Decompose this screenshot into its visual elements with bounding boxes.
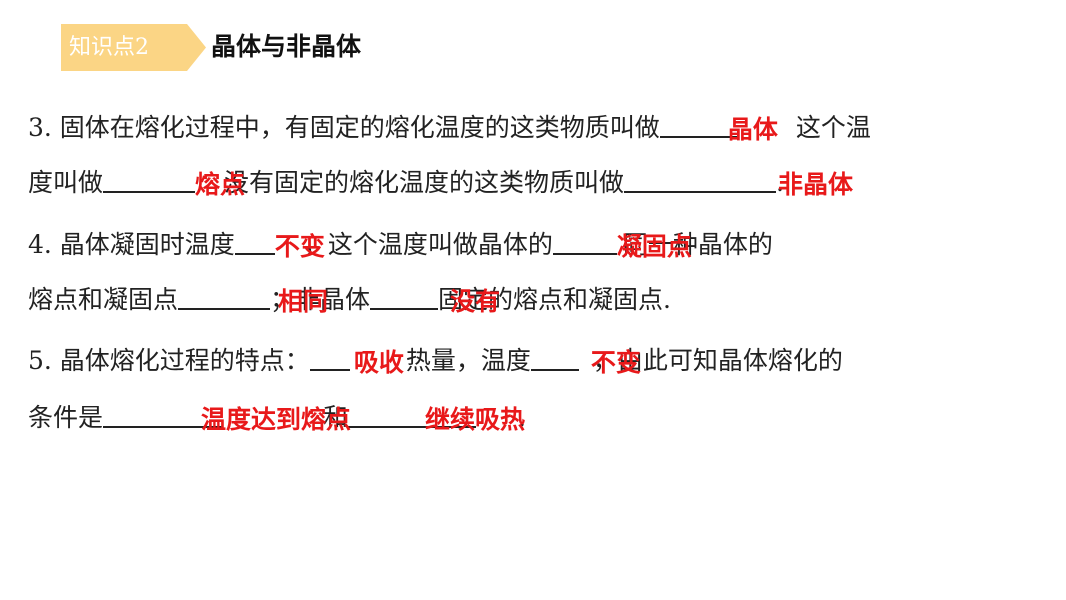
q4-answer-1: 不变 [274,232,325,261]
tag-label: 知识点2 [69,35,149,60]
q5-text-5: 和 [323,403,349,432]
q3-text-2: 这个温 [795,113,871,142]
q5-text-3: ，由此可知晶体熔化的 [592,346,843,375]
section-heading: 晶体与非晶体 [211,32,362,61]
q4-line-1: 4. 晶体凝固时温度 不变，这个温度叫做晶体的 凝固点同一种晶体的 [28,227,773,263]
q3-text-1: 3. 固体在熔化过程中，有固定的熔化温度的这类物质叫做 [28,113,660,142]
q5-answer-4: 继续吸热 [425,405,526,434]
q5-answer-2: 不变 [590,348,641,377]
q3-answer-2: 熔点 [195,170,246,199]
q5-blank-2: 不变 [530,343,641,377]
q5-answer-3: 温度达到熔点 [201,405,352,434]
q5-answer-1: 吸收 [353,348,404,377]
q5-text-1: 5. 晶体熔化过程的特点： [28,346,310,375]
q3-answer-3: 非晶体 [778,170,854,199]
q3-blank-3: 非晶体 [624,165,853,199]
q3-line-1: 3. 固体在熔化过程中，有固定的熔化温度的这类物质叫做 晶体这个温 [28,110,871,146]
q4-answer-4: 没有 [450,287,501,316]
q5-text-2: 热量，温度 [405,346,531,375]
tag-arrow-shape [61,24,206,71]
q4-text-2: ，这个温度叫做晶体的 [302,230,553,259]
section-tag: 知识点2 [61,24,206,71]
q5-blank-3: 温度达到熔点 [103,400,351,434]
q3-line-2: 度叫做 熔点没有固定的熔化温度的这类物质叫做 非晶体. [28,165,853,201]
q4-blank-3: 相同 [178,282,328,316]
q4-text-5: ；非晶体 [270,285,371,314]
q5-blank-1: 吸收 [309,343,404,377]
q4-answer-2: 凝固点 [616,232,692,261]
q4-text-4: 熔点和凝固点 [28,285,179,314]
q4-line-2: 熔点和凝固点 相同；非晶体 没有固定的熔点和凝固点. [28,282,671,318]
q4-answer-3: 相同 [278,287,329,316]
q4-text-6: 固定的熔点和凝固点. [438,285,671,314]
q4-text-1: 4. 晶体凝固时温度 [28,230,235,259]
q3-blank-2: 熔点 [103,165,245,199]
q5-blank-4: 继续吸热 [348,400,525,434]
q5-text-6: . [518,403,526,432]
q5-line-1: 5. 晶体熔化过程的特点： 吸收热量，温度 不变，由此可知晶体熔化的 [28,343,843,379]
q5-line-2: 条件是 温度达到熔点和 继续吸热. [28,400,526,436]
q3-blank-1: 晶体 [659,110,778,144]
q4-blank-2: 凝固点 [552,227,692,261]
q3-text-5: . [776,168,784,197]
q3-answer-1: 晶体 [727,115,778,144]
q4-blank-1: 不变 [234,227,325,261]
q3-text-3: 度叫做 [28,168,104,197]
q5-text-4: 条件是 [28,403,104,432]
q4-blank-4: 没有 [370,282,500,316]
q3-text-4: 没有固定的熔化温度的这类物质叫做 [224,168,625,197]
q4-text-3: 同一种晶体的 [622,230,773,259]
